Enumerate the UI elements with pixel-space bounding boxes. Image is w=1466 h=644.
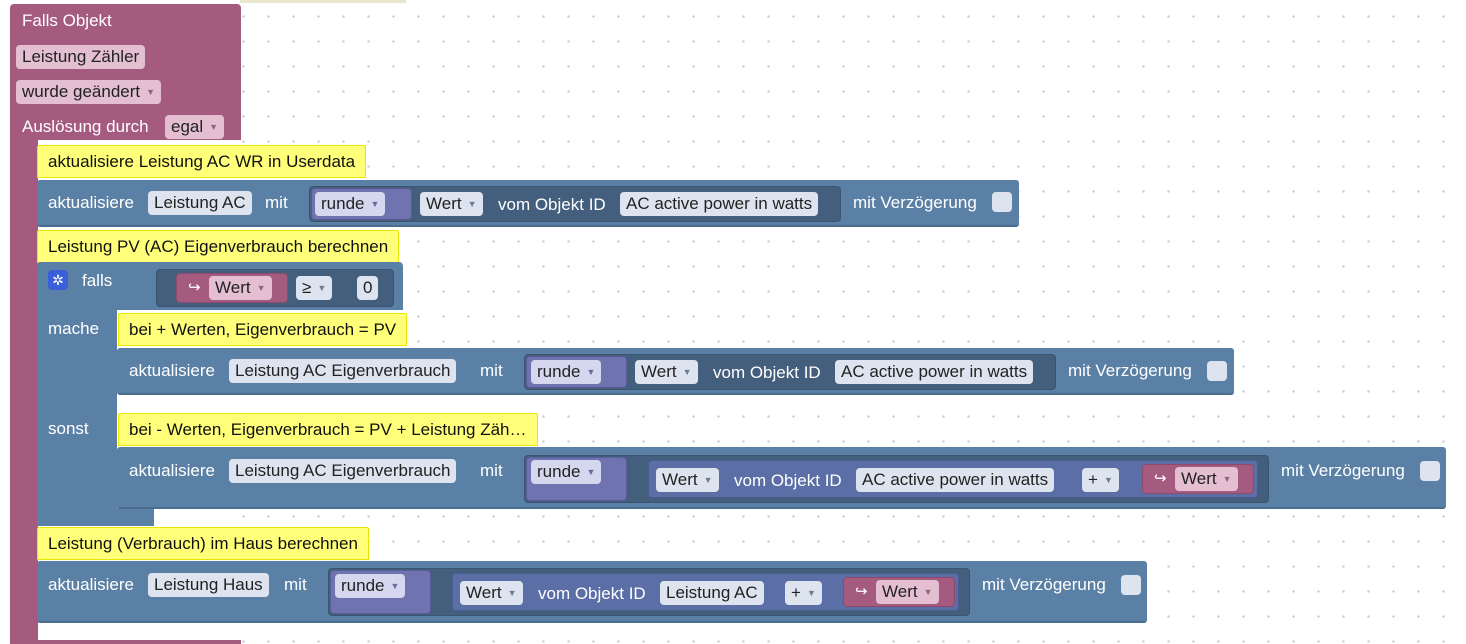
chevron-down-icon: ▼ <box>467 199 477 209</box>
gear-icon[interactable]: ✲ <box>48 270 68 290</box>
delay-label: mit Verzögerung <box>982 575 1106 594</box>
target-field[interactable]: Leistung AC Eigenverbrauch <box>229 359 457 383</box>
chevron-down-icon: ▼ <box>146 87 156 97</box>
delay-checkbox[interactable] <box>992 192 1012 212</box>
object-id-field[interactable]: AC active power in watts <box>620 192 819 216</box>
round-dropdown[interactable]: runde▼ <box>531 360 602 384</box>
chevron-down-icon: ▼ <box>507 588 517 598</box>
top-strip <box>240 0 406 3</box>
delay-checkbox[interactable] <box>1420 461 1440 481</box>
value-dropdown[interactable]: Wert▼ <box>635 360 698 384</box>
trigger-label: Auslösung durch <box>22 117 149 136</box>
chevron-down-icon: ▼ <box>682 367 692 377</box>
from-object-label: vom Objekt ID <box>538 584 646 603</box>
chevron-down-icon: ▼ <box>703 475 713 485</box>
delay-checkbox[interactable] <box>1121 575 1141 595</box>
if-block-footer <box>37 508 154 526</box>
update-label: aktualisiere <box>48 193 134 212</box>
comment-4[interactable]: bei - Werten, Eigenverbrauch = PV + Leis… <box>118 413 538 446</box>
variable-arrow-icon: ↪ <box>1154 470 1167 487</box>
comment-3[interactable]: bei + Werten, Eigenverbrauch = PV <box>118 313 408 346</box>
object-id-field[interactable]: Leistung AC <box>660 581 764 605</box>
chevron-down-icon: ▼ <box>923 587 933 597</box>
variable-dropdown[interactable]: Wert▼ <box>209 276 272 300</box>
value-dropdown[interactable]: Wert▼ <box>420 192 483 216</box>
do-label: mache <box>48 319 100 338</box>
variable-arrow-icon: ↪ <box>188 279 201 296</box>
chevron-down-icon: ▼ <box>586 467 596 477</box>
else-label: sonst <box>48 419 89 438</box>
with-label: mit <box>480 361 503 380</box>
object-id-field[interactable]: AC active power in watts <box>835 360 1034 384</box>
round-dropdown[interactable]: runde▼ <box>315 192 386 216</box>
chevron-down-icon: ▼ <box>370 199 380 209</box>
comment-5[interactable]: Leistung (Verbrauch) im Haus berechnen <box>37 527 369 560</box>
update-label: aktualisiere <box>48 575 134 594</box>
with-label: mit <box>265 193 288 212</box>
math-operator-dropdown[interactable]: +▼ <box>1082 468 1119 492</box>
round-dropdown[interactable]: runde▼ <box>335 574 406 598</box>
math-operator-dropdown[interactable]: +▼ <box>785 581 822 605</box>
delay-label: mit Verzögerung <box>853 193 977 212</box>
chevron-down-icon: ▼ <box>209 122 219 132</box>
with-label: mit <box>284 575 307 594</box>
from-object-label: vom Objekt ID <box>713 363 821 382</box>
event-object-field[interactable]: Leistung Zähler <box>16 45 146 69</box>
chevron-down-icon: ▼ <box>256 283 266 293</box>
object-id-field[interactable]: AC active power in watts <box>856 468 1055 492</box>
variable-dropdown[interactable]: Wert▼ <box>876 580 939 604</box>
from-object-label: vom Objekt ID <box>734 471 842 490</box>
event-title: Falls Objekt <box>22 11 112 30</box>
from-object-label: vom Objekt ID <box>498 195 606 214</box>
chevron-down-icon: ▼ <box>1222 474 1232 484</box>
chevron-down-icon: ▼ <box>806 588 816 598</box>
comment-2[interactable]: Leistung PV (AC) Eigenverbrauch berechne… <box>37 230 400 263</box>
event-condition-dropdown[interactable]: wurde geändert▼ <box>16 80 162 104</box>
if-label: falls <box>82 271 113 290</box>
update-label: aktualisiere <box>129 461 215 480</box>
delay-label: mit Verzögerung <box>1068 361 1192 380</box>
with-label: mit <box>480 461 503 480</box>
comment-1[interactable]: aktualisiere Leistung AC WR in Userdata <box>37 145 367 178</box>
operator-dropdown[interactable]: ≥▼ <box>296 276 333 300</box>
target-field[interactable]: Leistung AC Eigenverbrauch <box>229 459 457 483</box>
compare-number[interactable]: 0 <box>357 276 379 300</box>
value-dropdown[interactable]: Wert▼ <box>460 581 523 605</box>
target-field[interactable]: Leistung Haus <box>148 573 269 597</box>
chevron-down-icon: ▼ <box>1103 475 1113 485</box>
delay-label: mit Verzögerung <box>1281 461 1405 480</box>
trigger-dropdown[interactable]: egal▼ <box>165 115 225 139</box>
delay-checkbox[interactable] <box>1207 361 1227 381</box>
variable-dropdown[interactable]: Wert▼ <box>1175 467 1238 491</box>
variable-arrow-icon: ↪ <box>855 583 868 600</box>
value-dropdown[interactable]: Wert▼ <box>656 468 719 492</box>
chevron-down-icon: ▼ <box>586 367 596 377</box>
round-dropdown[interactable]: runde▼ <box>531 460 602 484</box>
chevron-down-icon: ▼ <box>390 581 400 591</box>
chevron-down-icon: ▼ <box>317 283 327 293</box>
update-label: aktualisiere <box>129 361 215 380</box>
target-field[interactable]: Leistung AC <box>148 191 252 215</box>
